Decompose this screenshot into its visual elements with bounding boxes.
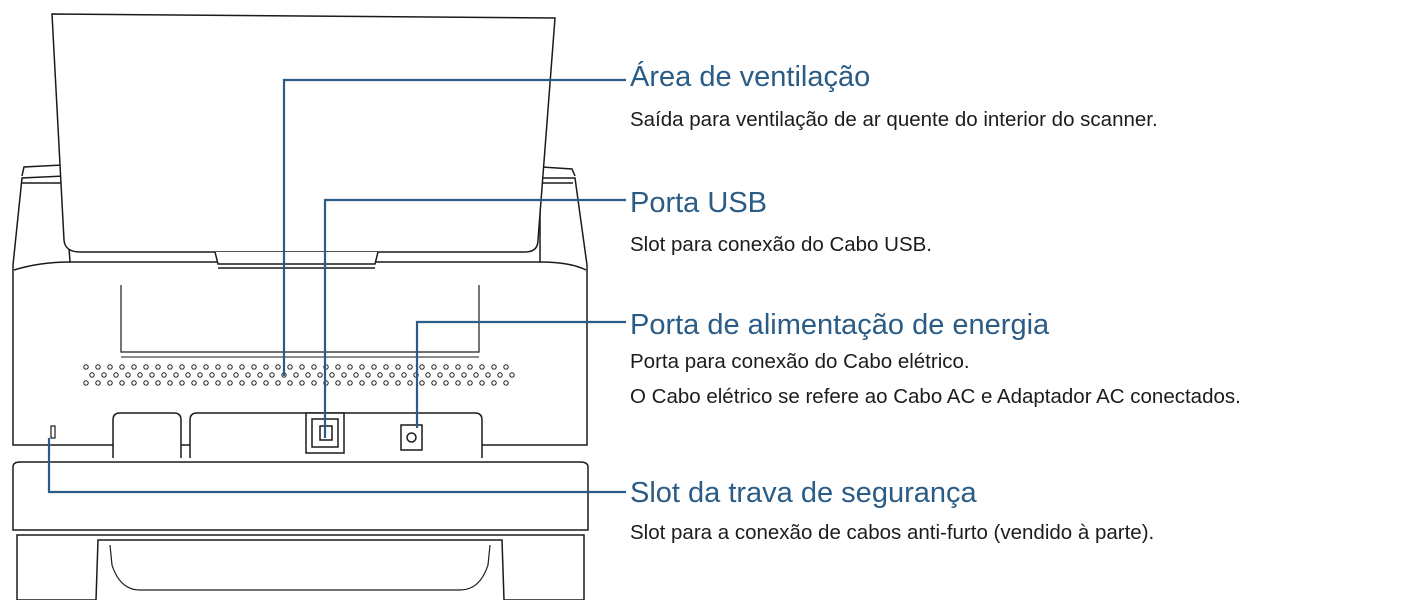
leader-line (323, 198, 626, 438)
callout-title: Slot da trava de segurança (630, 477, 977, 509)
leader-lines (47, 78, 626, 494)
power-port (400, 424, 423, 451)
leader-line (282, 78, 626, 376)
scanner-body (12, 13, 589, 600)
callout-desc-line: Saída para ventilação de ar quente do in… (630, 108, 1158, 131)
callout-desc-line: Slot para conexão do Cabo USB. (630, 233, 932, 256)
callout-title: Porta de alimentação de energia (630, 309, 1050, 341)
callout-power-port: Porta de alimentação de energia Porta pa… (630, 308, 1241, 412)
callout-desc-line: Porta para conexão do Cabo elétrico. (630, 350, 970, 373)
ventilation-holes (83, 364, 515, 386)
leader-line (415, 320, 626, 428)
callout-security-slot: Slot da trava de segurança Slot para a c… (630, 476, 1154, 548)
callout-title: Porta USB (630, 187, 767, 219)
callout-desc-line: Slot para a conexão de cabos anti-furto … (630, 521, 1155, 544)
callout-desc-line: O Cabo elétrico se refere ao Cabo AC e A… (630, 385, 1241, 408)
callout-ventilation: Área de ventilação Saída para ventilação… (630, 60, 1158, 135)
leader-line (47, 438, 626, 494)
callout-title: Área de ventilação (630, 61, 871, 93)
security-slot (50, 425, 56, 439)
paper-chute (51, 13, 556, 253)
callout-usb-port: Porta USB Slot para conexão do Cabo USB. (630, 186, 932, 260)
